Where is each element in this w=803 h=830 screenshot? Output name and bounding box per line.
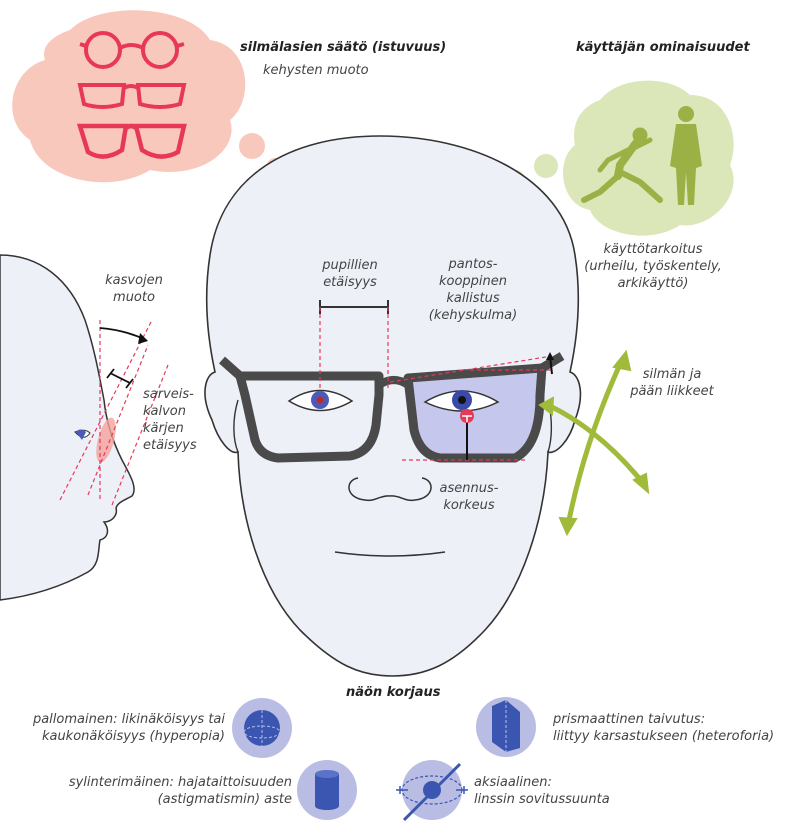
- usage-label: käyttötarkoitus(urheilu, työskentely,ark…: [568, 241, 738, 292]
- spherical-lens-icon: [232, 698, 292, 758]
- prism-lens-icon: [476, 697, 536, 757]
- cylindrical-label: sylinterimäinen: hajataittoisuuden(astig…: [2, 774, 292, 808]
- frame-shape-label: kehysten muoto: [263, 62, 369, 79]
- axial-lens-icon: [396, 760, 468, 820]
- axial-label: aksiaalinen:linssin sovitussuunta: [474, 774, 610, 808]
- fit-heading: silmälasien säätö (istuvuus): [240, 40, 446, 55]
- prism-label: prismaattinen taivutus:liittyy karsastuk…: [553, 711, 774, 745]
- fitting-height-label: asennus-korkeus: [424, 480, 514, 514]
- cylindrical-lens-icon: [297, 760, 357, 820]
- vision-correction-heading: näön korjaus: [346, 685, 441, 700]
- profile-face: [0, 255, 134, 600]
- user-characteristics-heading: käyttäjän ominaisuudet: [576, 40, 750, 55]
